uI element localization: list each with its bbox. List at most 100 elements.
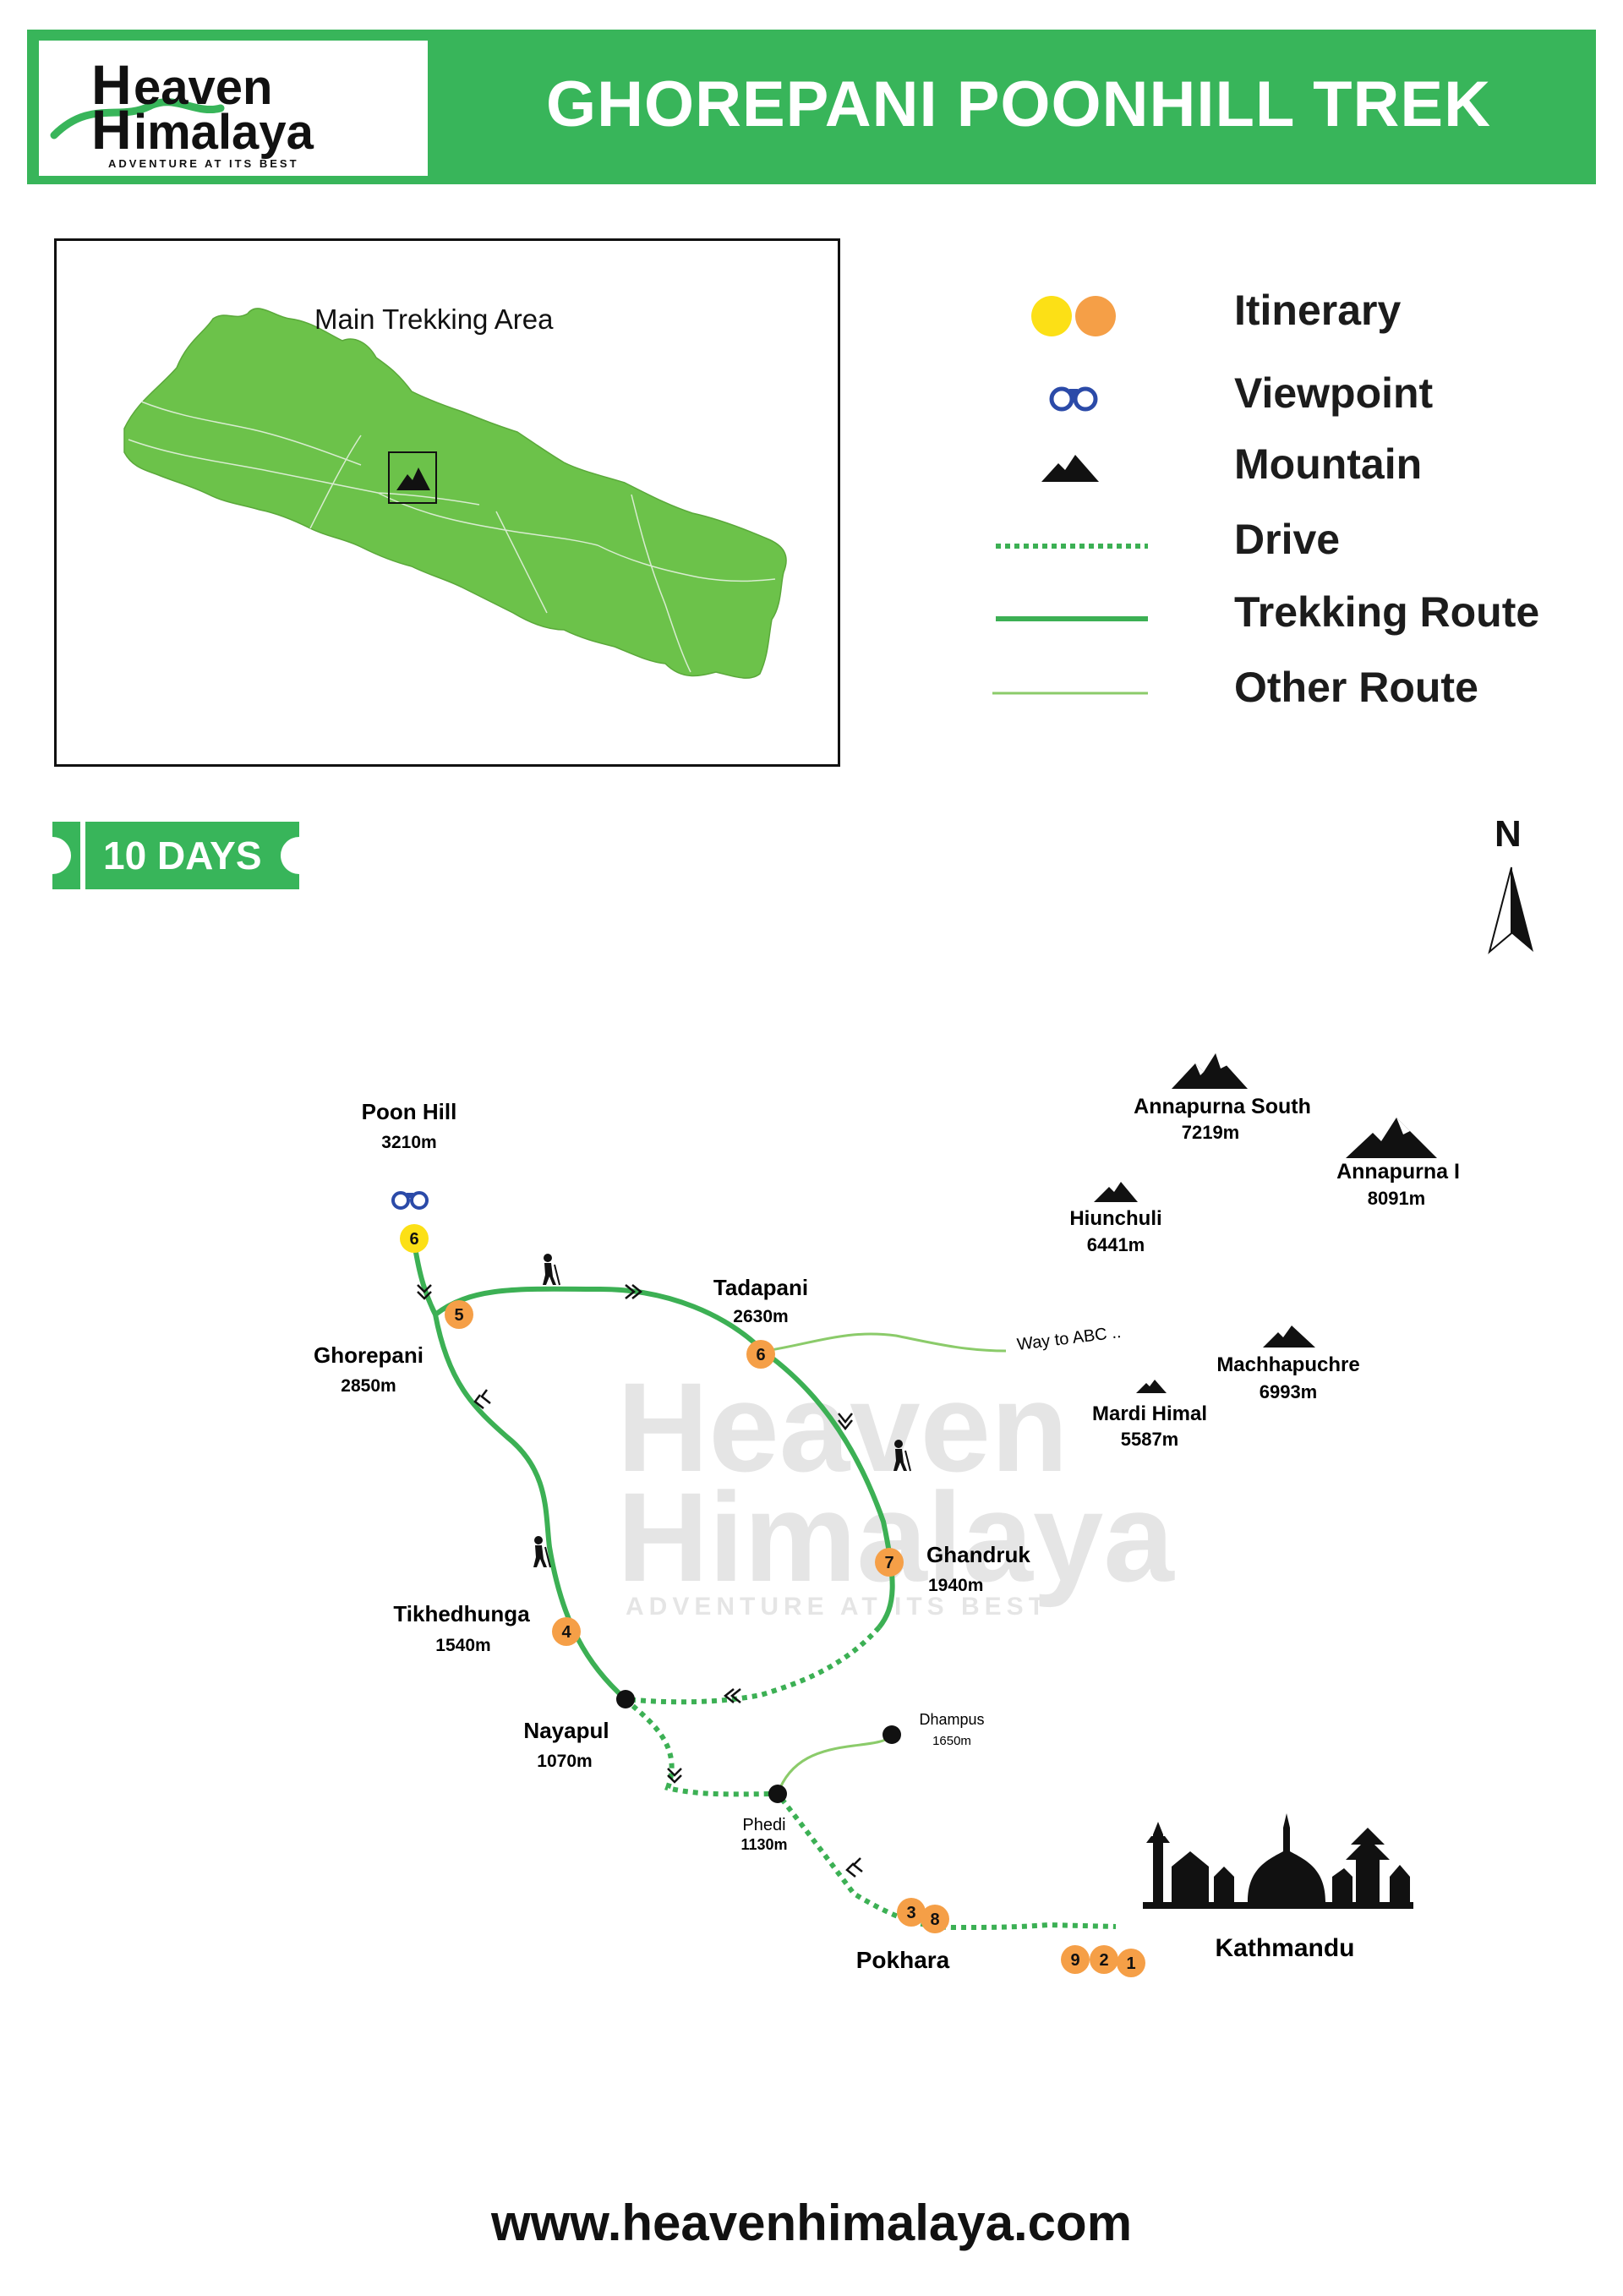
day-marker-poonhill: 6 — [400, 1224, 429, 1253]
legend-other-route-label: Other Route — [1234, 664, 1478, 711]
machhapuchre-mountain-icon — [1263, 1326, 1315, 1348]
mountain-icon — [396, 467, 430, 490]
way-to-abc-label: Way to ABC .. — [1016, 1323, 1123, 1354]
route-map: Heaven Himalaya ADVENTURE AT ITS BEST — [314, 1053, 1460, 1977]
legend-viewpoint-label: Viewpoint — [1234, 369, 1434, 417]
watermark-logo: Heaven Himalaya ADVENTURE AT ITS BEST — [617, 1356, 1175, 1621]
logo-tagline: ADVENTURE AT ITS BEST — [108, 157, 299, 170]
place-name-kathmandu: Kathmandu — [1216, 1934, 1355, 1962]
inset-label: Main Trekking Area — [314, 303, 554, 335]
viewpoint-binoculars-icon — [391, 1191, 429, 1210]
itinerary-orange-dot-icon — [1075, 296, 1116, 336]
mountain-alt-hiunchuli: 6441m — [1087, 1234, 1145, 1255]
place-alt-tadapani: 2630m — [733, 1307, 788, 1326]
svg-text:7: 7 — [884, 1554, 893, 1572]
itinerary-yellow-dot-icon — [1031, 296, 1072, 336]
day-marker-ghorepani: 5 — [445, 1300, 473, 1329]
place-name-poon-hill: Poon Hill — [362, 1099, 457, 1124]
place-alt-poon-hill: 3210m — [381, 1133, 436, 1152]
legend-symbols — [992, 296, 1148, 695]
legend-mountain-label: Mountain — [1234, 440, 1423, 488]
mountain-alt-mardi-himal: 5587m — [1121, 1429, 1179, 1450]
place-name-pokhara: Pokhara — [856, 1947, 950, 1973]
svg-text:1: 1 — [1126, 1954, 1135, 1973]
hiker-icon-3 — [533, 1536, 551, 1568]
inset-map-frame: Main Trekking Area — [54, 238, 840, 767]
place-name-ghandruk: Ghandruk — [926, 1542, 1030, 1567]
mountain-name-mardi-himal: Mardi Himal — [1092, 1402, 1207, 1425]
day-marker-tikhedhunga: 4 — [552, 1617, 581, 1646]
direction-arrows — [417, 1284, 863, 1878]
logo-initial-2: H — [91, 98, 132, 161]
legend-trekking-route-label: Trekking Route — [1234, 588, 1540, 636]
svg-text:Himalaya: Himalaya — [617, 1466, 1175, 1608]
day-marker-tadapani: 6 — [746, 1340, 775, 1369]
day-marker-kathmandu-a: 9 — [1061, 1945, 1090, 1974]
annapurna-i-mountain-icon — [1346, 1118, 1437, 1158]
mountain-icon — [1041, 455, 1099, 482]
place-alt-phedi: 1130m — [740, 1836, 787, 1853]
other-route-abc — [764, 1332, 1007, 1353]
nayapul-dot — [616, 1690, 635, 1708]
place-alt-ghorepani: 2850m — [341, 1376, 396, 1396]
place-name-dhampus: Dhampus — [919, 1711, 984, 1728]
place-name-ghorepani: Ghorepani — [314, 1342, 424, 1368]
drive-route — [618, 1626, 1117, 1931]
svg-text:8: 8 — [930, 1911, 939, 1929]
day-marker-ghandruk: 7 — [875, 1548, 904, 1577]
mountain-alt-annapurna-south: 7219m — [1182, 1122, 1240, 1143]
svg-text:ADVENTURE AT ITS BEST: ADVENTURE AT ITS BEST — [626, 1593, 1049, 1621]
svg-text:6: 6 — [756, 1346, 765, 1364]
logo-initial-1: H — [91, 53, 132, 116]
place-alt-dhampus: 1650m — [932, 1734, 971, 1748]
annapurna-south-mountain-icon — [1172, 1053, 1248, 1089]
trek-area-box — [388, 451, 437, 504]
other-route-dhampus — [776, 1734, 893, 1795]
nepal-map: Main Trekking Area — [123, 303, 787, 679]
day-marker-pokhara-b: 8 — [921, 1905, 949, 1933]
place-alt-ghandruk: 1940m — [928, 1576, 983, 1595]
mountain-name-annapurna-i: Annapurna I — [1336, 1160, 1460, 1184]
hiunchuli-mountain-icon — [1094, 1182, 1138, 1202]
svg-text:5: 5 — [454, 1306, 463, 1325]
mountain-alt-machhapuchre: 6993m — [1260, 1381, 1318, 1402]
brand-logo: H eaven H imalaya ADVENTURE AT ITS BEST — [39, 41, 428, 176]
compass-label: N — [1495, 813, 1522, 855]
mountain-name-annapurna-south: Annapurna South — [1134, 1095, 1311, 1118]
days-badge-text: 10 DAYS — [103, 834, 262, 877]
compass-arrow-icon — [1488, 866, 1533, 954]
nepal-outline — [123, 308, 787, 679]
place-alt-tikhedhunga: 1540m — [435, 1636, 490, 1655]
trekking-route — [412, 1242, 895, 1702]
website-url[interactable]: www.heavenhimalaya.com — [490, 2195, 1133, 2251]
svg-text:2: 2 — [1099, 1951, 1108, 1970]
svg-text:9: 9 — [1070, 1951, 1079, 1970]
day-marker-kathmandu-b: 2 — [1090, 1945, 1118, 1974]
svg-text:4: 4 — [561, 1623, 571, 1642]
legend-itinerary-label: Itinerary — [1234, 287, 1402, 334]
kathmandu-skyline-icon — [1143, 1813, 1413, 1909]
binoculars-icon — [1049, 386, 1098, 412]
mardi-himal-mountain-icon — [1136, 1380, 1167, 1393]
place-name-tadapani: Tadapani — [713, 1275, 808, 1300]
phedi-dot — [768, 1785, 787, 1803]
day-marker-pokhara-a: 3 — [897, 1898, 926, 1927]
place-name-phedi: Phedi — [742, 1816, 785, 1834]
logo-word-2: imalaya — [134, 105, 314, 160]
day-marker-kathmandu-c: 1 — [1117, 1949, 1145, 1977]
place-name-nayapul: Nayapul — [523, 1718, 609, 1743]
logo-word-1: eaven — [134, 60, 272, 115]
hiker-icon-2 — [893, 1440, 911, 1472]
svg-text:6: 6 — [409, 1230, 418, 1249]
province-lines — [128, 401, 776, 673]
svg-text:3: 3 — [906, 1904, 915, 1922]
logo-mark: H eaven H imalaya ADVENTURE AT ITS BEST — [50, 53, 314, 170]
place-alt-nayapul: 1070m — [537, 1752, 592, 1771]
legend-drive-label: Drive — [1234, 516, 1341, 563]
days-badge: 10 DAYS — [52, 822, 299, 889]
mountain-name-machhapuchre: Machhapuchre — [1216, 1353, 1359, 1376]
place-name-tikhedhunga: Tikhedhunga — [393, 1601, 530, 1626]
dhampus-dot — [883, 1725, 901, 1744]
hiker-icon-1 — [543, 1254, 560, 1286]
mountain-name-hiunchuli: Hiunchuli — [1069, 1207, 1161, 1230]
